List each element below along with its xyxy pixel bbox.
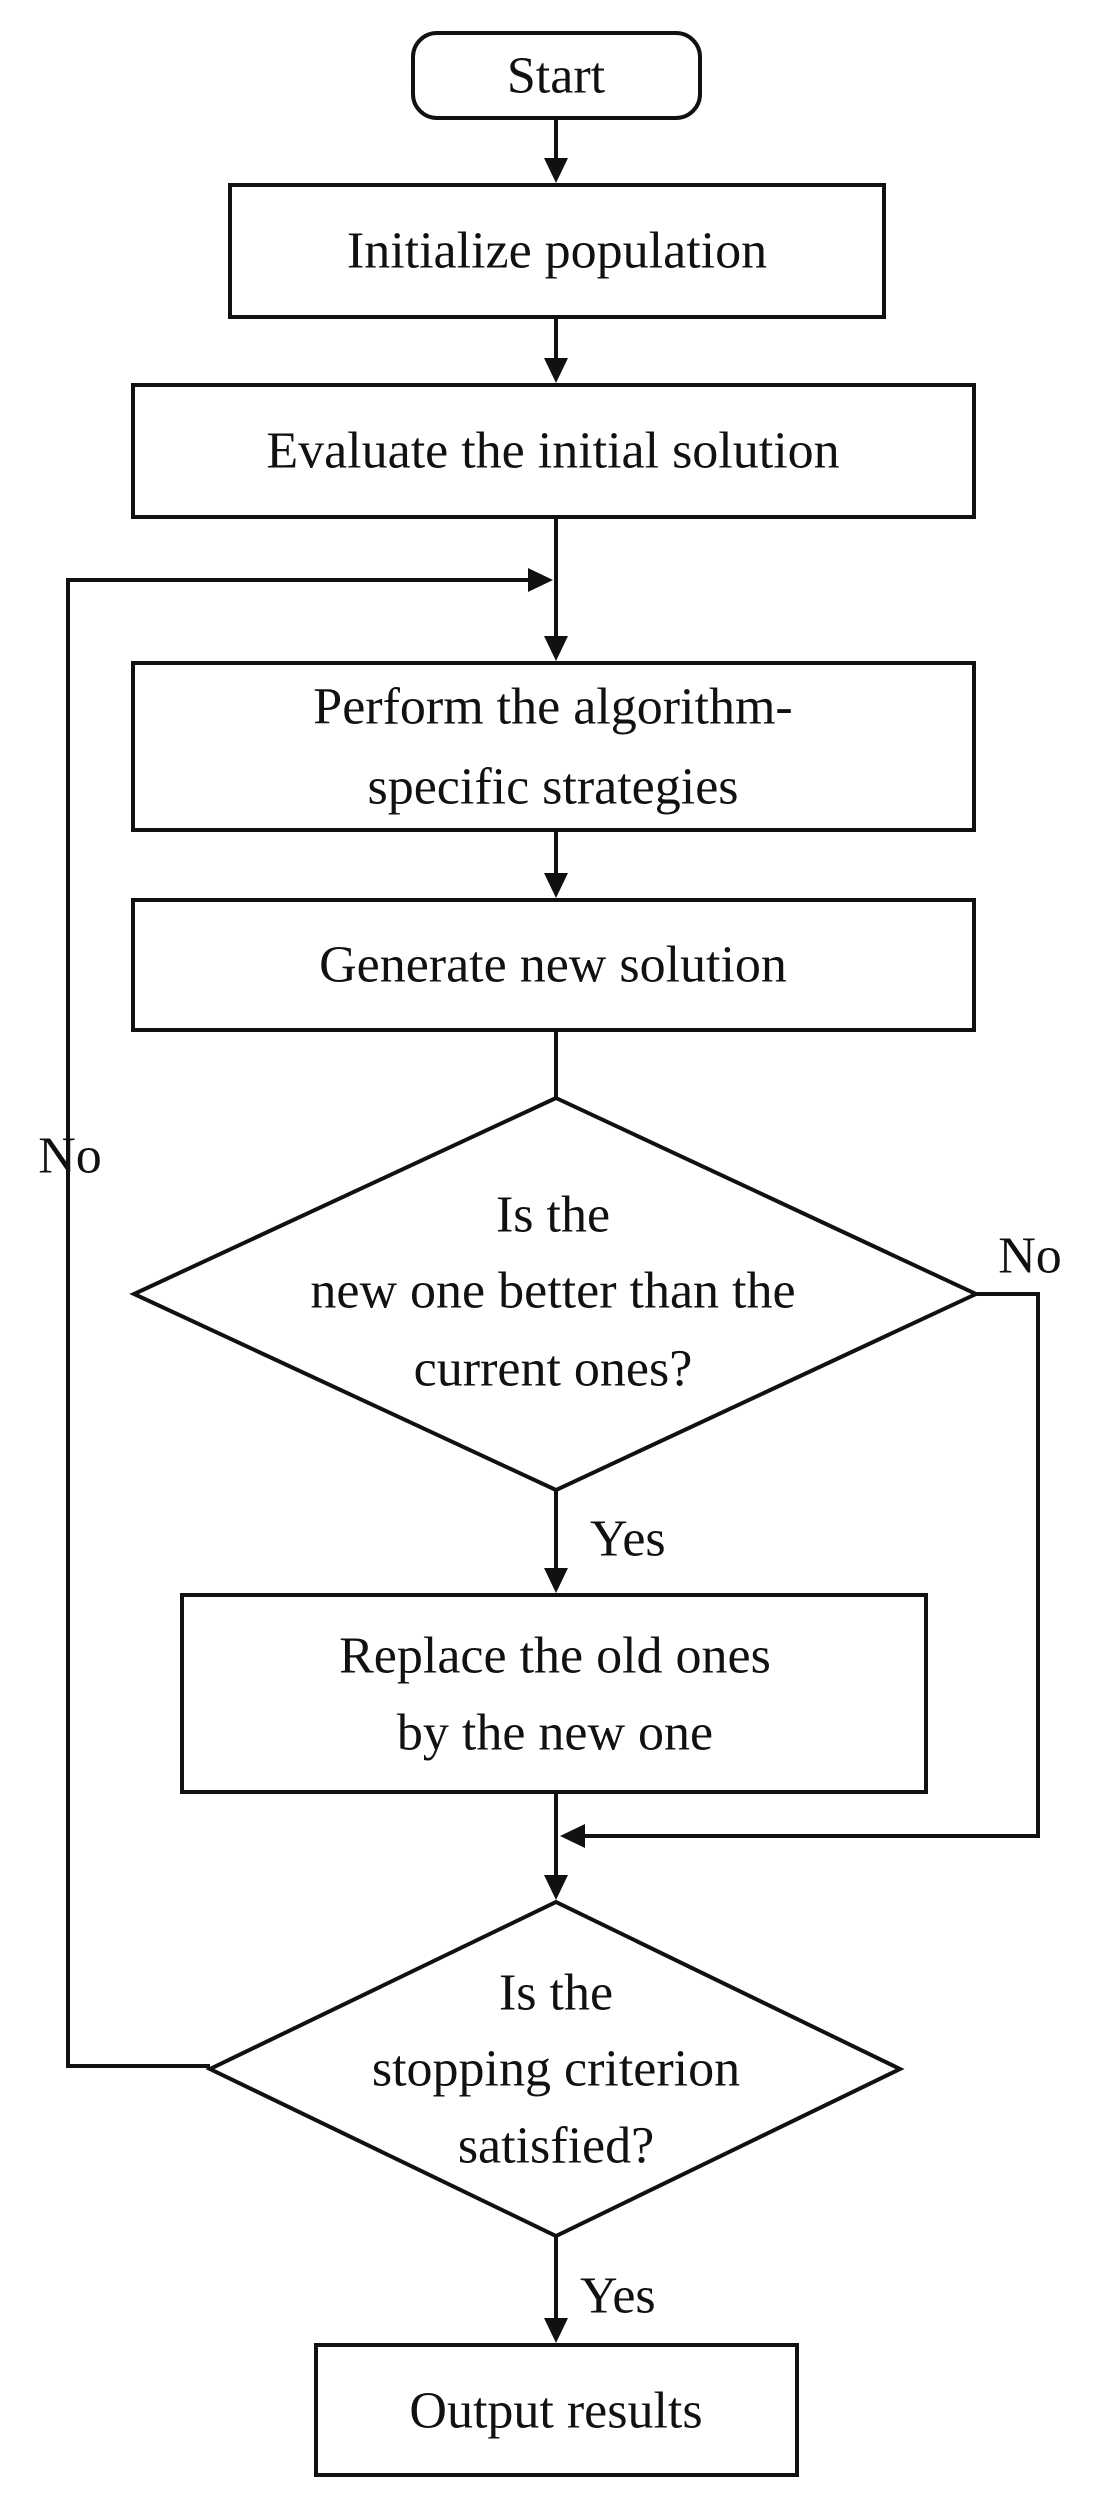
arrowhead — [544, 873, 568, 898]
better-decision-diamond — [129, 1095, 981, 1493]
arrowhead — [544, 1875, 568, 1900]
perform-node: Perform the algorithm- specific strategi… — [131, 661, 976, 832]
connectors — [66, 118, 1040, 2343]
stopping-label-line-2: stopping criterion — [372, 2041, 740, 2098]
generate-box — [131, 898, 976, 1032]
evaluate-node: Evaluate the initial solution — [131, 383, 976, 519]
arrowhead — [560, 1824, 585, 1848]
stopping-decision-diamond — [205, 1899, 905, 2239]
output-node: Output results — [314, 2343, 799, 2477]
arrowhead — [544, 1568, 568, 1593]
replace-box — [180, 1593, 928, 1794]
replace-label-line-2: by the new one — [397, 1705, 713, 1762]
start-node: Start — [411, 31, 702, 120]
better-label-line-1: Is the — [496, 1187, 610, 1244]
initialize-label: Initialize population — [347, 223, 767, 280]
replace-node: Replace the old ones by the new one — [180, 1593, 928, 1794]
evaluate-label: Evaluate the initial solution — [266, 423, 839, 480]
arrowhead — [544, 636, 568, 661]
initialize-box — [228, 183, 886, 319]
perform-label-line-1: Perform the algorithm- — [313, 679, 792, 736]
better-decision-node: Is the new one better than the current o… — [129, 1095, 981, 1493]
stopping-label-line-3: satisfied? — [458, 2118, 654, 2175]
better-no-label: No — [998, 1228, 1062, 1285]
perform-label-line-2: specific strategies — [367, 759, 738, 816]
start-terminal — [411, 31, 702, 120]
arrowhead — [544, 358, 568, 383]
output-label: Output results — [409, 2383, 702, 2440]
arrowhead — [528, 568, 553, 592]
generate-label: Generate new solution — [319, 937, 787, 994]
edge-stopping-no-loop — [66, 578, 528, 2068]
initialize-node: Initialize population — [228, 183, 886, 319]
better-label-line-3: current ones? — [414, 1341, 693, 1398]
edge-labels: No Yes No Yes — [38, 1128, 1062, 2325]
perform-box — [131, 661, 976, 832]
stopping-yes-label: Yes — [580, 2268, 656, 2325]
stopping-no-label: No — [38, 1128, 102, 1185]
arrowhead — [544, 2318, 568, 2343]
better-yes-label: Yes — [590, 1511, 666, 1568]
stopping-decision-node: Is the stopping criterion satisfied? — [205, 1899, 905, 2239]
generate-node: Generate new solution — [131, 898, 976, 1032]
better-label-line-2: new one better than the — [310, 1263, 795, 1320]
start-label: Start — [507, 48, 606, 105]
evaluate-box — [131, 383, 976, 519]
replace-label-line-1: Replace the old ones — [339, 1628, 771, 1685]
edge-better-no-bypass — [585, 1292, 1040, 1838]
stopping-label-line-1: Is the — [499, 1965, 613, 2022]
output-box — [314, 2343, 799, 2477]
arrowhead — [544, 158, 568, 183]
